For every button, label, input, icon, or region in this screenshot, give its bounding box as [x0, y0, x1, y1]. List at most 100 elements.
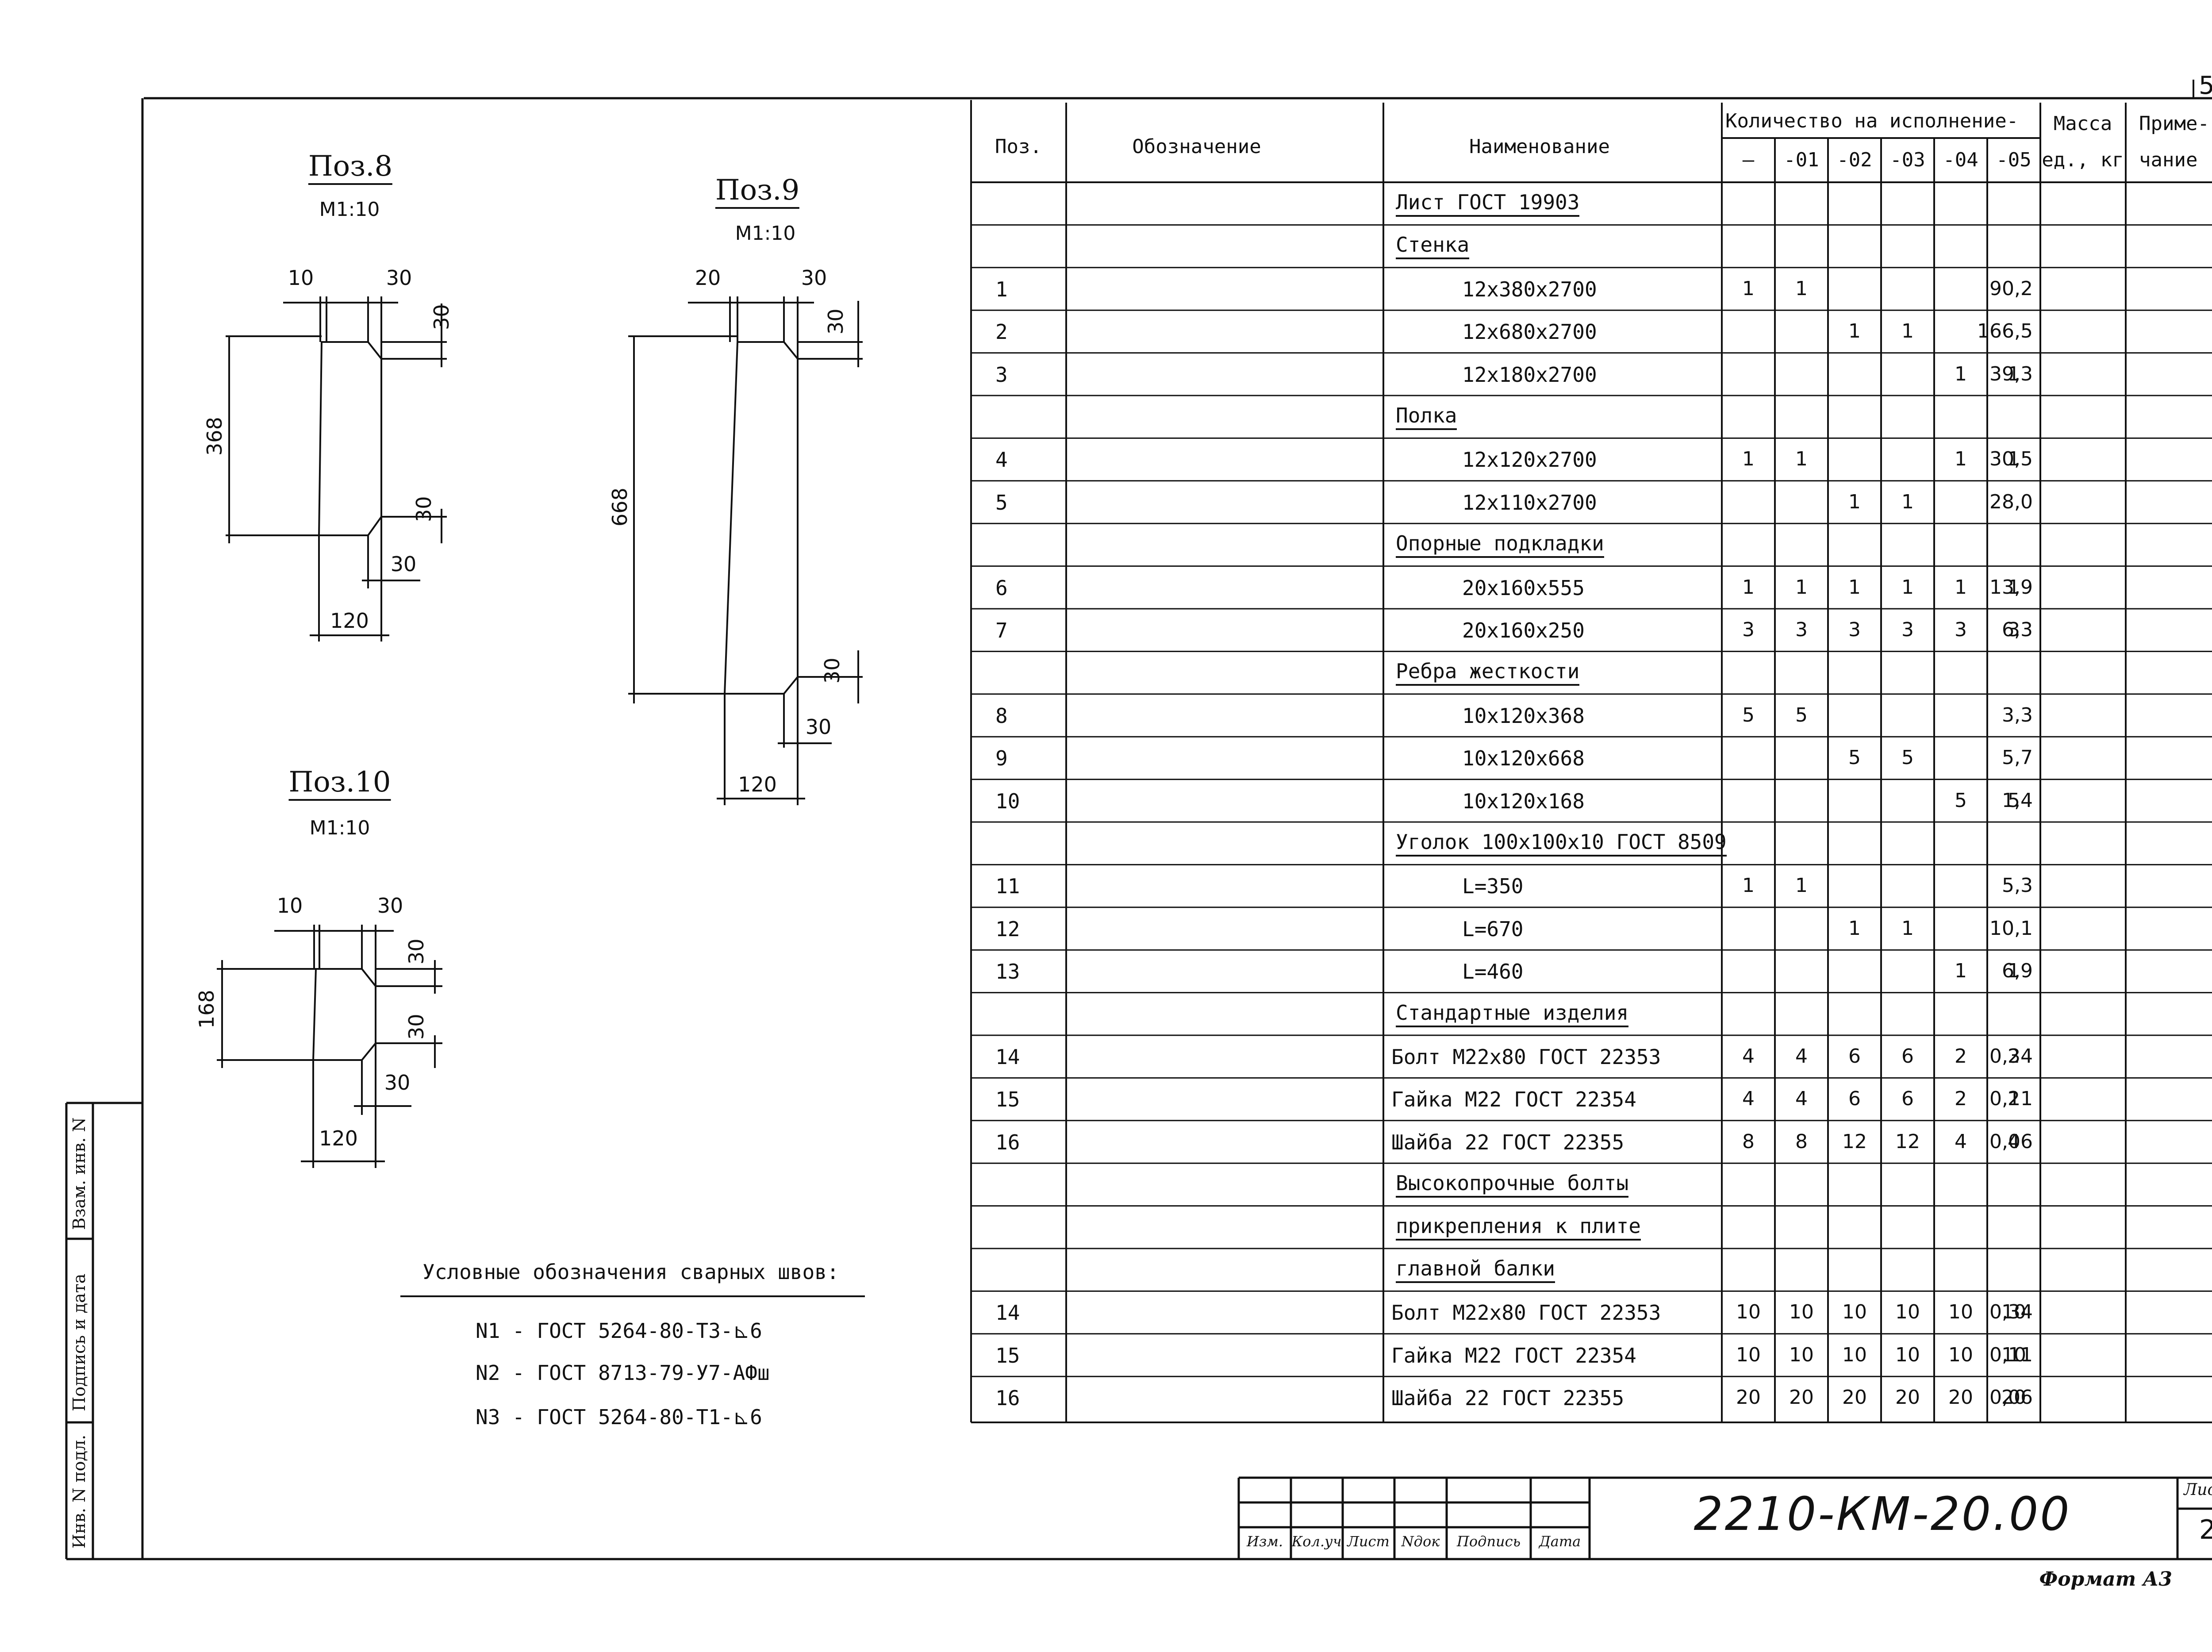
row-qty: 1: [1901, 917, 1914, 940]
weld-legend-item-1: N1 - ГОСТ 5264-80-Т3-⊾6: [476, 1319, 762, 1343]
row-pos: 15: [995, 1087, 1020, 1112]
row-mass: 13,9: [1989, 576, 2033, 599]
row-qty: 1: [1848, 917, 1861, 940]
row-mass: 30,5: [1989, 448, 2033, 471]
row-qty: 1: [2008, 576, 2020, 599]
row-qty: 10: [1895, 1301, 1920, 1324]
row-qty: 5: [1848, 746, 1861, 769]
poz8-dim-bottom-chamfer: 30: [390, 552, 417, 576]
paper-format: Формат А3: [2039, 1568, 2172, 1591]
row-qty: 3: [1955, 619, 1967, 641]
row-pos: 10: [995, 789, 1020, 813]
row-qty: 1: [1742, 874, 1755, 897]
row-pos: 4: [995, 448, 1008, 472]
row-mass: 166,5: [1977, 320, 2033, 343]
row-section-heading: Стандартные изделия: [1396, 1003, 1629, 1027]
row-name: 12х120х2700: [1462, 448, 1597, 472]
row-qty: 20: [1789, 1386, 1814, 1409]
row-mass: 10,1: [1989, 917, 2033, 940]
row-name: 12х110х2700: [1462, 490, 1597, 515]
row-pos: 6: [995, 576, 1008, 600]
row-qty: 1: [1742, 448, 1755, 471]
sheet-corner-number: 5: [2199, 71, 2212, 100]
row-qty: 1: [1795, 576, 1808, 599]
row-qty: 1: [1901, 490, 1914, 513]
row-name: Болт М22х80 ГОСТ 22353: [1391, 1045, 1661, 1069]
poz8-title: Поз.8: [308, 152, 393, 185]
poz9-dim-top-left: 20: [695, 266, 721, 290]
header-designation: Обозначение: [1132, 135, 1261, 158]
row-qty: 10: [1948, 1343, 1973, 1366]
row-mass: 6,3: [2002, 619, 2033, 641]
row-qty: 1: [1848, 576, 1861, 599]
row-qty: 1: [2008, 448, 2020, 471]
col-date: Дата: [1539, 1533, 1581, 1550]
row-qty: 10: [1842, 1301, 1867, 1324]
poz10-dim-width: 120: [319, 1126, 358, 1150]
row-qty: 1: [1795, 448, 1808, 471]
row-qty: 4: [1742, 1087, 1755, 1110]
row-qty: 8: [1742, 1130, 1755, 1153]
row-qty: 3: [1795, 619, 1808, 641]
header-variant-03: -03: [1890, 149, 1925, 171]
row-name: 20х160х250: [1462, 619, 1585, 642]
side-stamp-signature-date: Подпись и дата: [69, 1273, 89, 1411]
side-stamp-inv-original: Инв. N подл.: [69, 1434, 89, 1548]
col-change: Изм.: [1246, 1533, 1283, 1550]
header-mass-line2: ед., кг: [2042, 149, 2124, 171]
row-qty: 4: [1742, 1045, 1755, 1068]
row-qty: 6: [1901, 1087, 1914, 1110]
row-qty: 4: [2008, 1130, 2020, 1153]
row-qty: 20: [1895, 1386, 1920, 1409]
row-qty: 2: [1955, 1045, 1967, 1068]
row-qty: 1: [1955, 362, 1967, 385]
col-sheet: Лист: [1347, 1533, 1390, 1550]
row-name: L=670: [1462, 917, 1524, 941]
side-stamp-replacement-inv: Взам. инв. N: [69, 1117, 89, 1230]
poz9-dim-width: 120: [738, 772, 777, 796]
row-section-heading: Опорные подкладки: [1396, 533, 1604, 558]
row-mass: 0,34: [1989, 1045, 2033, 1068]
poz10-dim-top-left: 10: [276, 894, 303, 918]
row-name: Гайка М22 ГОСТ 22354: [1391, 1343, 1636, 1368]
row-name: Шайба 22 ГОСТ 22355: [1391, 1386, 1624, 1410]
poz9-dim-top-right: 30: [801, 266, 827, 290]
header-variant-02: -02: [1837, 149, 1872, 171]
row-qty: 2: [1955, 1087, 1967, 1110]
row-section-heading: Полка: [1396, 405, 1457, 430]
row-name: L=460: [1462, 960, 1524, 984]
row-pos: 8: [995, 703, 1008, 728]
row-name: 12х180х2700: [1462, 362, 1597, 387]
row-pos: 5: [995, 490, 1008, 515]
row-name: 10х120х168: [1462, 789, 1585, 813]
poz9-dim-bottom-chamfer: 30: [805, 715, 832, 739]
row-qty: 5: [2008, 789, 2020, 812]
row-mass: 0,34: [1989, 1301, 2033, 1324]
poz8-scale: М1:10: [319, 198, 380, 221]
row-qty: 4: [1795, 1087, 1808, 1110]
row-mass: 5,3: [2002, 874, 2033, 897]
row-qty: 10: [1842, 1343, 1867, 1366]
row-mass: 0,11: [1989, 1087, 2033, 1110]
row-qty: 10: [1948, 1301, 1973, 1324]
row-pos: 3: [995, 362, 1008, 387]
poz10-dim-bottom-chamfer: 30: [384, 1071, 411, 1095]
header-pos: Поз.: [995, 135, 1042, 158]
row-mass: 5,7: [2002, 746, 2033, 769]
row-qty: 3: [1742, 619, 1755, 641]
row-qty: 10: [1895, 1343, 1920, 1366]
header-note-line2: чание: [2139, 149, 2198, 171]
row-qty: 3: [2008, 619, 2020, 641]
row-qty: 10: [1736, 1343, 1761, 1366]
poz10-dim-top-right: 30: [377, 894, 403, 918]
row-qty: 5: [1901, 746, 1914, 769]
row-section-heading: Ребра жесткости: [1396, 661, 1580, 686]
row-section-heading: Высокопрочные болты: [1396, 1173, 1629, 1198]
row-mass: 90,2: [1989, 277, 2033, 300]
row-qty: 3: [1848, 619, 1861, 641]
row-qty: 4: [1795, 1045, 1808, 1068]
row-qty: 10: [2001, 1343, 2026, 1366]
row-qty: 1: [2008, 362, 2020, 385]
poz10-title: Поз.10: [288, 768, 391, 801]
row-qty: 5: [1795, 703, 1808, 726]
